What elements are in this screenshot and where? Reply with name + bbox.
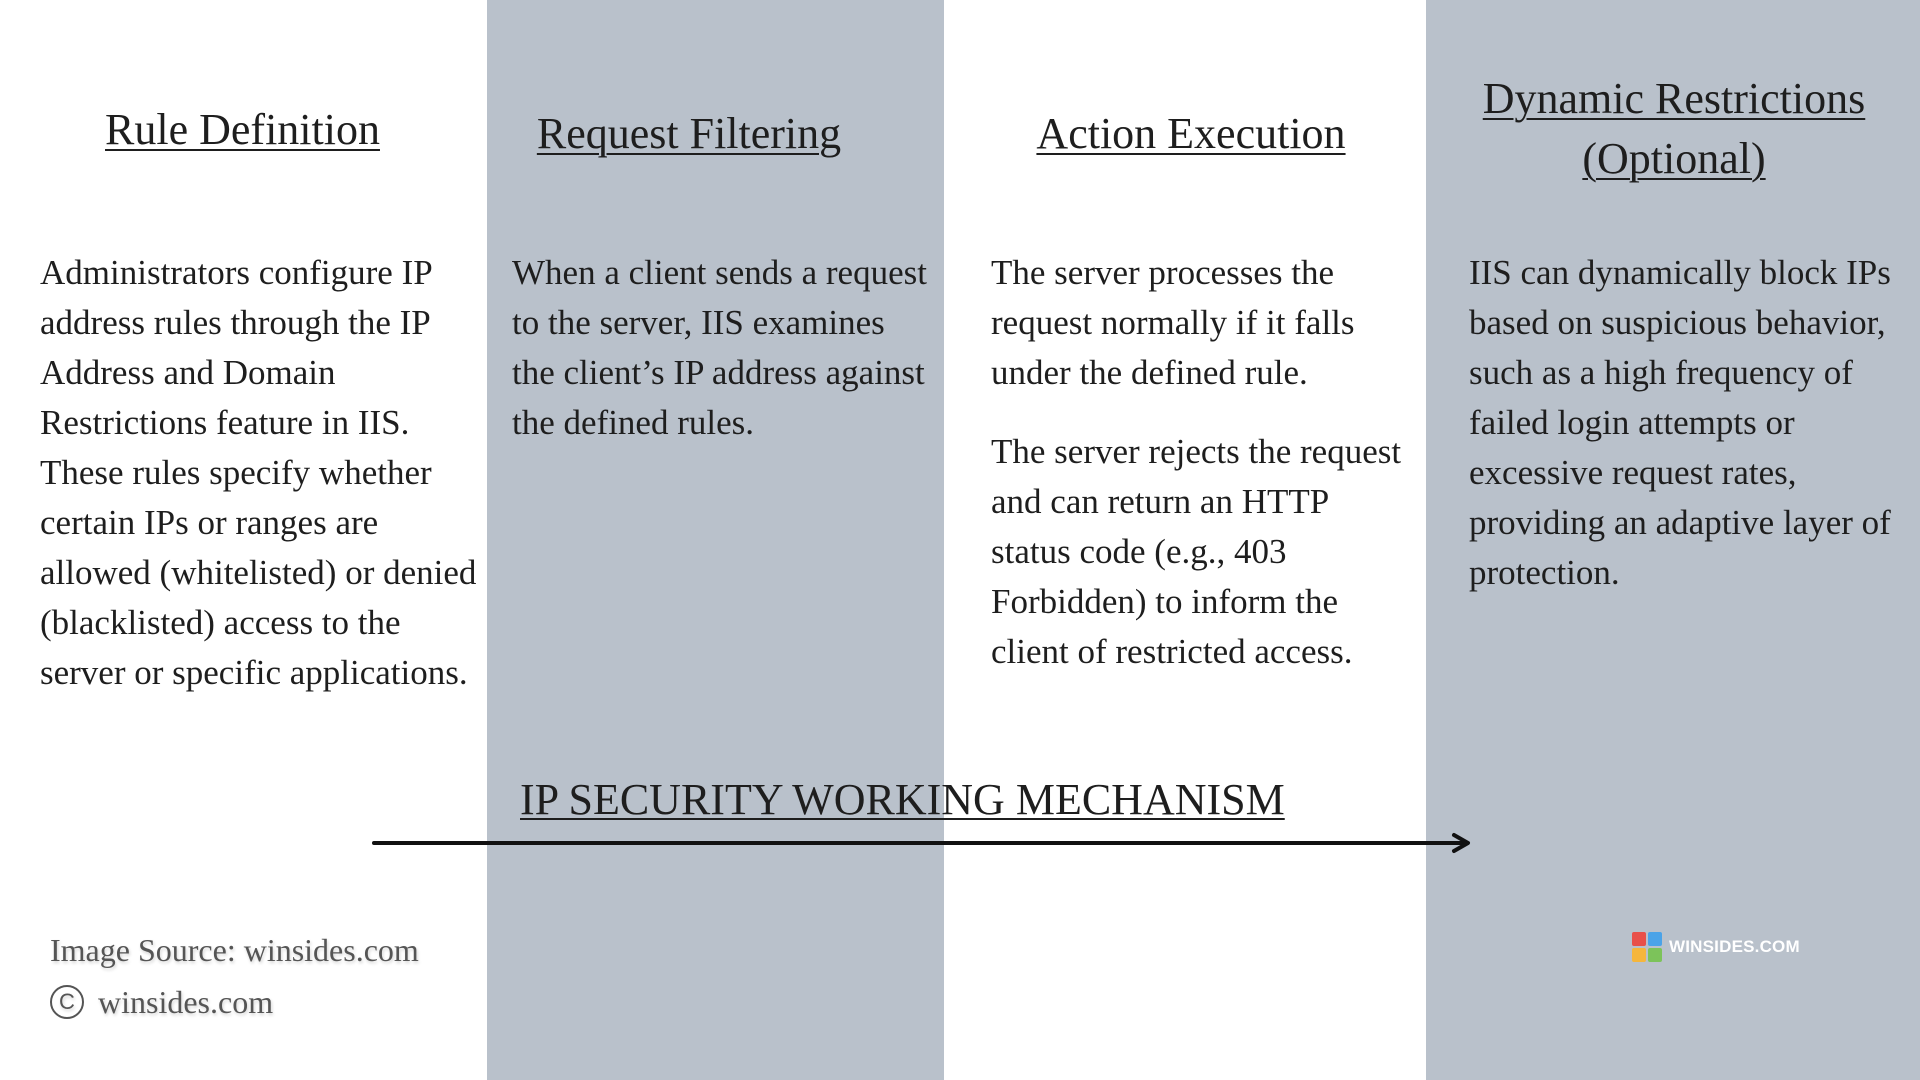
copyright-text: winsides.com	[98, 984, 274, 1020]
heading-request-filtering: Request Filtering	[536, 109, 842, 158]
copyright-line: C winsides.com	[50, 982, 273, 1022]
column-band-request-filtering	[487, 0, 944, 1080]
brand-watermark: WINSIDES.COM	[1632, 932, 1800, 962]
text-dynamic-restrictions: IIS can dynamically block IPs based on s…	[1469, 253, 1891, 592]
text-request-filtering: When a client sends a request to the ser…	[512, 253, 927, 442]
flow-arrow	[372, 833, 1470, 853]
column-band-dynamic-restrictions	[1426, 0, 1920, 1080]
windows-logo-icon	[1632, 932, 1662, 962]
brand-name: WINSIDES.COM	[1669, 937, 1800, 956]
heading-dynamic-restrictions: Dynamic Restrictions (Optional)	[1482, 74, 1866, 183]
text-action-deny: The server rejects the request and can r…	[991, 432, 1402, 671]
image-source-text: Image Source: winsides.com	[50, 932, 419, 968]
heading-rule-definition: Rule Definition	[105, 105, 380, 154]
heading-action-execution: Action Execution	[1036, 109, 1346, 158]
copyright-icon: C	[50, 985, 84, 1019]
text-action-allow: The server processes the request normall…	[991, 253, 1355, 392]
text-rule-definition: Administrators configure IP address rule…	[40, 253, 477, 692]
mechanism-title: IP SECURITY WORKING MECHANISM	[520, 775, 1285, 824]
